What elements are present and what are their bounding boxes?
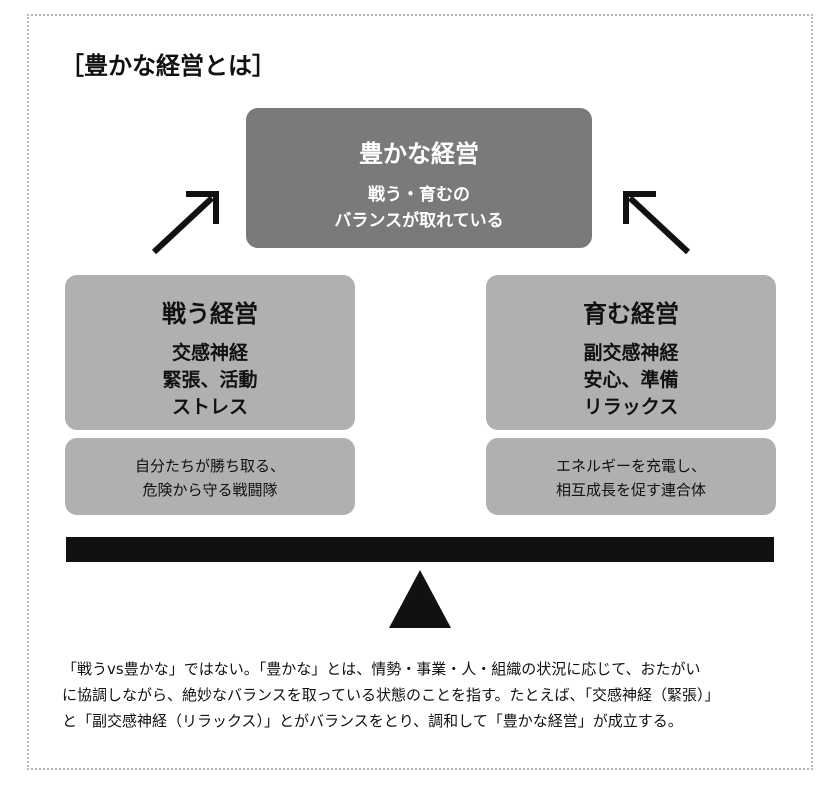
nurturing-management-desc-line-2: 相互成長を促す連合体 — [555, 481, 706, 499]
explanation-line-3: と「副交感神経（リラックス）」とがバランスをとり、調和して「豊かな経営」が成立す… — [62, 712, 683, 730]
rich-management-box: 豊かな経営 戦う・育むの バランスが取れている — [246, 108, 592, 248]
nurturing-management-line-3: リラックス — [583, 396, 679, 418]
arrow-up-right-icon — [151, 191, 219, 255]
nurturing-management-desc-box: エネルギーを充電し、 相互成長を促す連合体 — [486, 438, 776, 515]
rich-management-line-2: バランスが取れている — [334, 211, 504, 231]
balance-beam — [66, 537, 774, 562]
fighting-management-line-1: 交感神経 — [171, 342, 248, 364]
explanation-line-1: 「戦うvs豊かな」ではない。「豊かな」とは、情勢・事業・人・組織の状況に応じて、… — [62, 660, 701, 678]
nurturing-management-line-1: 副交感神経 — [583, 342, 679, 364]
fighting-management-title: 戦う経営 — [162, 300, 258, 328]
balance-fulcrum — [389, 570, 451, 628]
fighting-management-box: 戦う経営 交感神経 緊張、活動 ストレス — [65, 275, 355, 430]
nurturing-management-line-2: 安心、準備 — [583, 369, 679, 391]
fighting-management-desc-box: 自分たちが勝ち取る、 危険から守る戦闘隊 — [65, 438, 355, 515]
fighting-management-line-2: 緊張、活動 — [162, 369, 258, 391]
nurturing-management-box: 育む経営 副交感神経 安心、準備 リラックス — [486, 275, 776, 430]
fighting-management-desc-line-2: 危険から守る戦闘隊 — [142, 481, 278, 499]
explanation-line-2: に協調しながら、絶妙なバランスを取っている状態のことを指す。たとえば、「交感神経… — [62, 686, 720, 704]
rich-management-line-1: 戦う・育むの — [368, 185, 470, 205]
rich-management-title: 豊かな経営 — [359, 140, 479, 168]
fighting-management-desc-line-1: 自分たちが勝ち取る、 — [134, 457, 285, 475]
nurturing-management-desc-line-1: エネルギーを充電し、 — [555, 457, 706, 475]
fighting-management-line-3: ストレス — [171, 396, 248, 418]
arrow-up-left-icon — [623, 191, 691, 255]
diagram-frame — [27, 14, 813, 770]
nurturing-management-title: 育む経営 — [583, 300, 679, 328]
diagram-heading: ［豊かな経営とは］ — [60, 52, 276, 80]
